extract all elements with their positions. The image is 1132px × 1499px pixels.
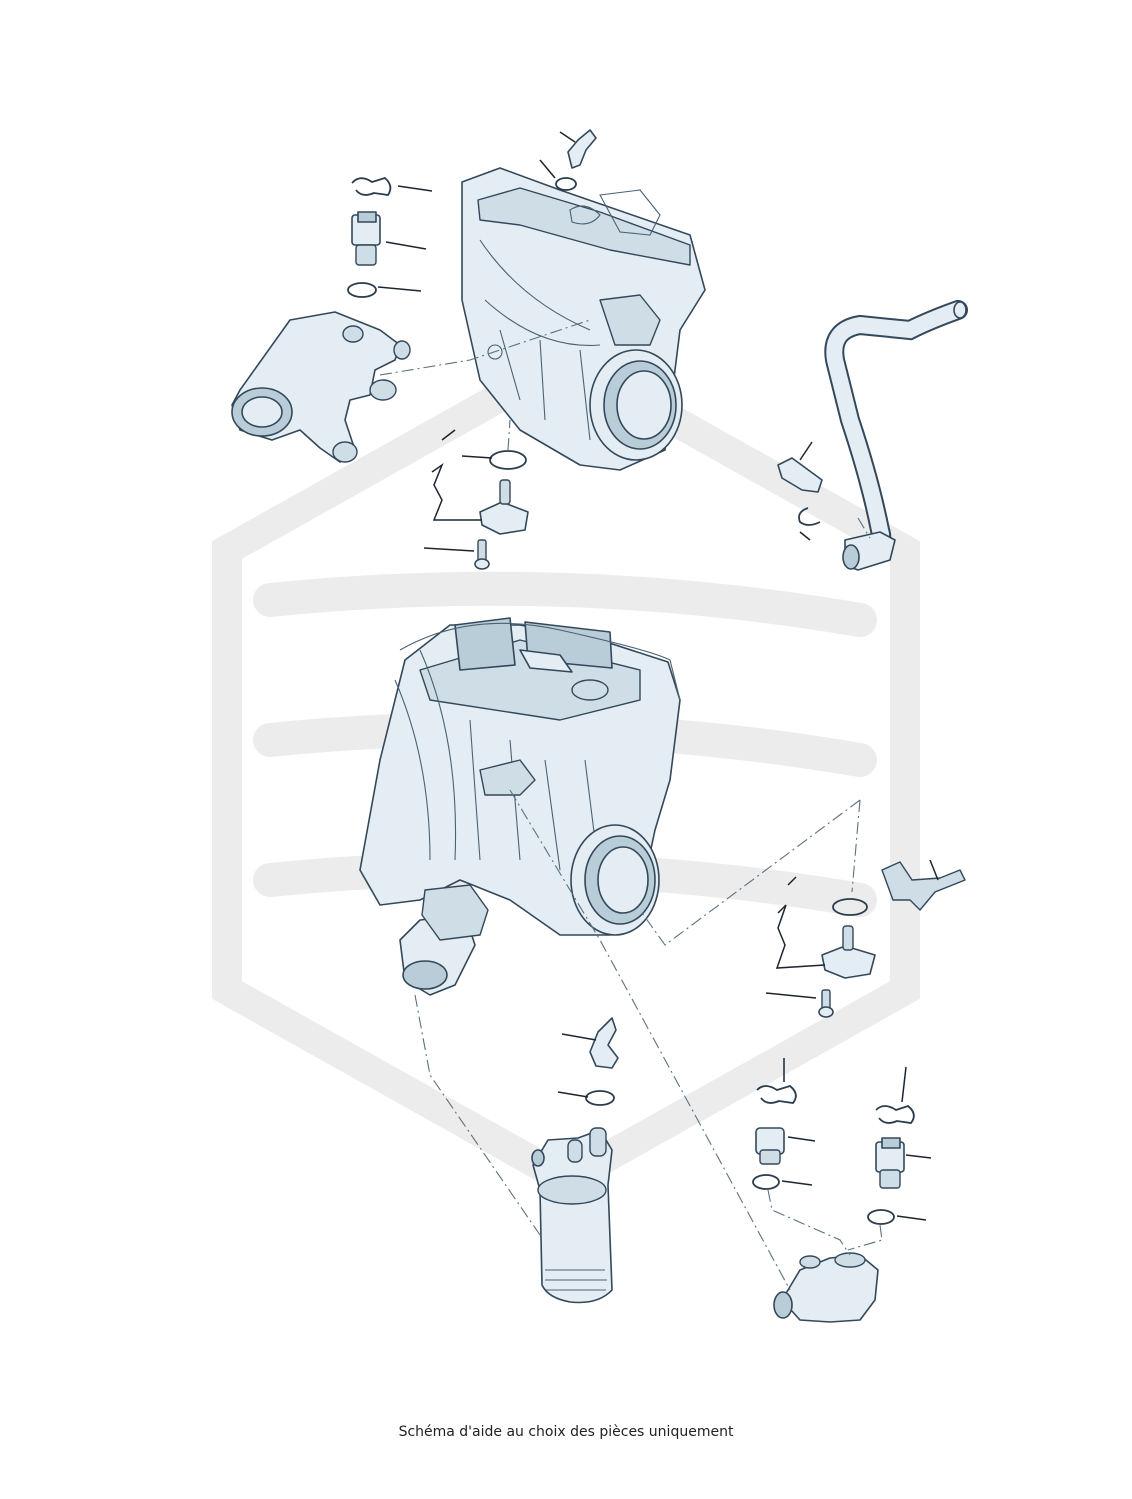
dash-lines-upper	[379, 319, 871, 539]
oil-pressure-switch	[585, 1017, 619, 1106]
sensor-lower-right	[867, 1137, 905, 1225]
lower-throttle-flange	[570, 824, 660, 936]
coolant-hose	[824, 300, 968, 571]
throttle-sensor-lower	[821, 925, 876, 979]
coolant-flange-upper	[231, 311, 411, 463]
temp-sensor-upper-left	[351, 211, 381, 266]
upper-throttle-flange	[589, 349, 683, 461]
lower-oil-filter	[399, 884, 489, 996]
seal-ring-upper-left	[347, 282, 377, 298]
clip-lower-right	[875, 1104, 915, 1124]
diagram-caption: Schéma d'aide au choix des pièces unique…	[398, 1424, 734, 1440]
bolt-lower	[818, 989, 834, 1018]
clip-lower-left	[756, 1084, 797, 1104]
bolt-upper	[474, 539, 490, 570]
parts-diagram	[212, 129, 968, 1323]
leader-lines-lower	[557, 859, 939, 1221]
o-ring-upper	[489, 450, 527, 470]
bracket-right	[881, 861, 966, 911]
leader-lines-upper	[377, 131, 813, 552]
dash-lines-lower	[414, 789, 883, 1291]
coolant-flange-lower	[773, 1252, 879, 1323]
sensor-hose	[777, 457, 823, 526]
throttle-sensor-upper	[479, 479, 529, 535]
oil-filter-housing	[531, 1127, 613, 1304]
sensor-upper-top	[555, 129, 597, 191]
retaining-clip-upper	[351, 176, 392, 196]
o-ring-lower	[832, 898, 868, 916]
sensor-lower-left	[752, 1127, 785, 1190]
